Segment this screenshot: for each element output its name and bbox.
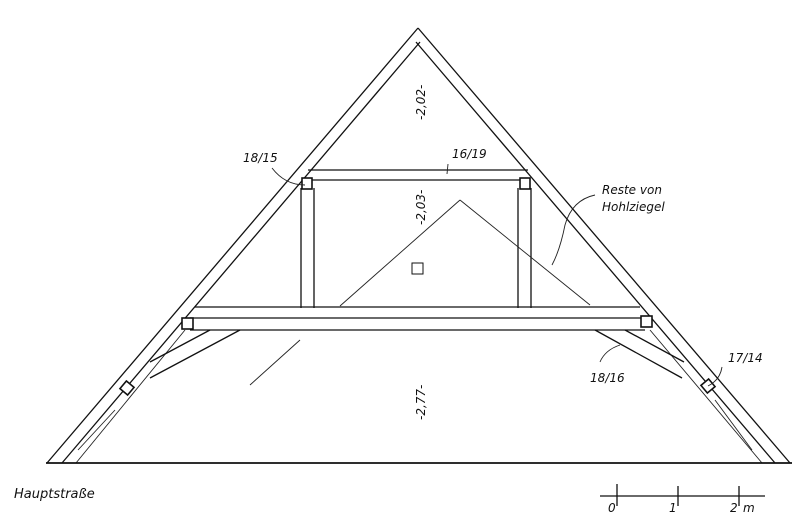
tile-remnant-outline xyxy=(249,199,591,386)
note-line-1: Reste von xyxy=(602,183,662,197)
left-brace xyxy=(149,329,241,379)
leader-17-14 xyxy=(707,366,723,387)
scale-tick-0: 0 xyxy=(608,501,616,515)
label-collar-beam: 16/19 xyxy=(452,147,487,161)
label-brace: 18/16 xyxy=(590,371,625,385)
room-label-middle: -2,03- xyxy=(414,190,428,225)
note-line-2: Hohlziegel xyxy=(602,200,665,214)
left-post xyxy=(300,188,315,308)
label-left-purlin: 18/15 xyxy=(243,151,278,165)
right-purlin xyxy=(519,177,531,190)
collar-beam xyxy=(305,169,530,181)
scale-tick-2: 2 xyxy=(730,501,738,515)
scale-unit: m xyxy=(743,501,755,515)
left-purlin xyxy=(301,177,313,190)
scale-bar: 0 1 2 m xyxy=(600,484,765,515)
right-rafter xyxy=(415,27,791,464)
small-opening xyxy=(411,262,424,275)
leader-16-19 xyxy=(446,163,449,175)
label-knee-post: 17/14 xyxy=(728,351,763,365)
street-label: Hauptstraße xyxy=(14,487,95,502)
right-plate xyxy=(640,315,653,328)
room-label-upper: -2,02- xyxy=(414,85,428,120)
right-brace xyxy=(594,329,685,379)
right-post xyxy=(517,188,532,308)
leader-18-16 xyxy=(599,344,621,363)
left-rafter xyxy=(46,27,421,464)
left-plate xyxy=(181,317,194,330)
leader-note xyxy=(551,194,596,266)
tie-beam xyxy=(190,306,645,331)
leader-18-15 xyxy=(271,167,306,186)
scale-tick-1: 1 xyxy=(669,501,677,515)
left-knee-post xyxy=(118,379,136,397)
room-label-lower: -2,77- xyxy=(414,385,428,420)
